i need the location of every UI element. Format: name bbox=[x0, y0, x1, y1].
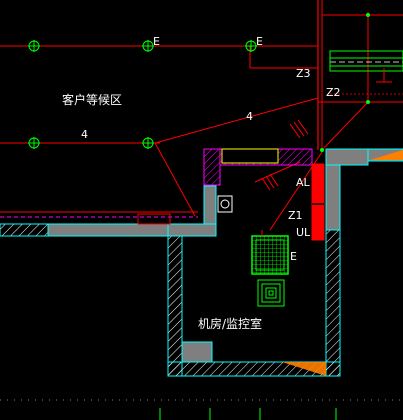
label-e-top-1: E bbox=[153, 35, 160, 48]
entrance-pillar bbox=[203, 148, 233, 225]
label-ul: UL bbox=[296, 226, 311, 239]
machine-room-top-wall bbox=[219, 148, 403, 166]
junction-points bbox=[320, 13, 370, 152]
wire-tick-marks bbox=[261, 119, 309, 191]
red-panel-box-icon bbox=[311, 163, 325, 241]
window-opening bbox=[221, 148, 279, 164]
light-fixture-icon bbox=[28, 40, 257, 149]
label-e-top-2: E bbox=[256, 35, 263, 48]
waiting-area-label: 客户等候区 bbox=[62, 92, 122, 107]
air-vent bbox=[257, 279, 285, 307]
machine-room-walls bbox=[167, 164, 341, 377]
machine-room-label: 机房/监控室 bbox=[198, 316, 262, 331]
green-grid-cabinet-icon bbox=[251, 235, 289, 275]
left-corridor-wall bbox=[0, 213, 217, 237]
top-circuit-lines bbox=[0, 0, 403, 231]
label-al: AL bbox=[296, 176, 311, 189]
label-z2: Z2 bbox=[326, 86, 341, 99]
square-vent-icon bbox=[257, 279, 285, 307]
label-z3: Z3 bbox=[296, 67, 311, 80]
bottom-tick-marks bbox=[159, 408, 337, 420]
label-e-equipment: E bbox=[290, 250, 297, 263]
label-z1: Z1 bbox=[288, 209, 303, 222]
label-circuit-4-mid: 4 bbox=[246, 110, 253, 123]
network-cabinet bbox=[251, 230, 289, 275]
distribution-panel bbox=[311, 163, 325, 241]
label-circuit-4-left: 4 bbox=[81, 128, 88, 141]
round-device-icon bbox=[220, 199, 230, 209]
